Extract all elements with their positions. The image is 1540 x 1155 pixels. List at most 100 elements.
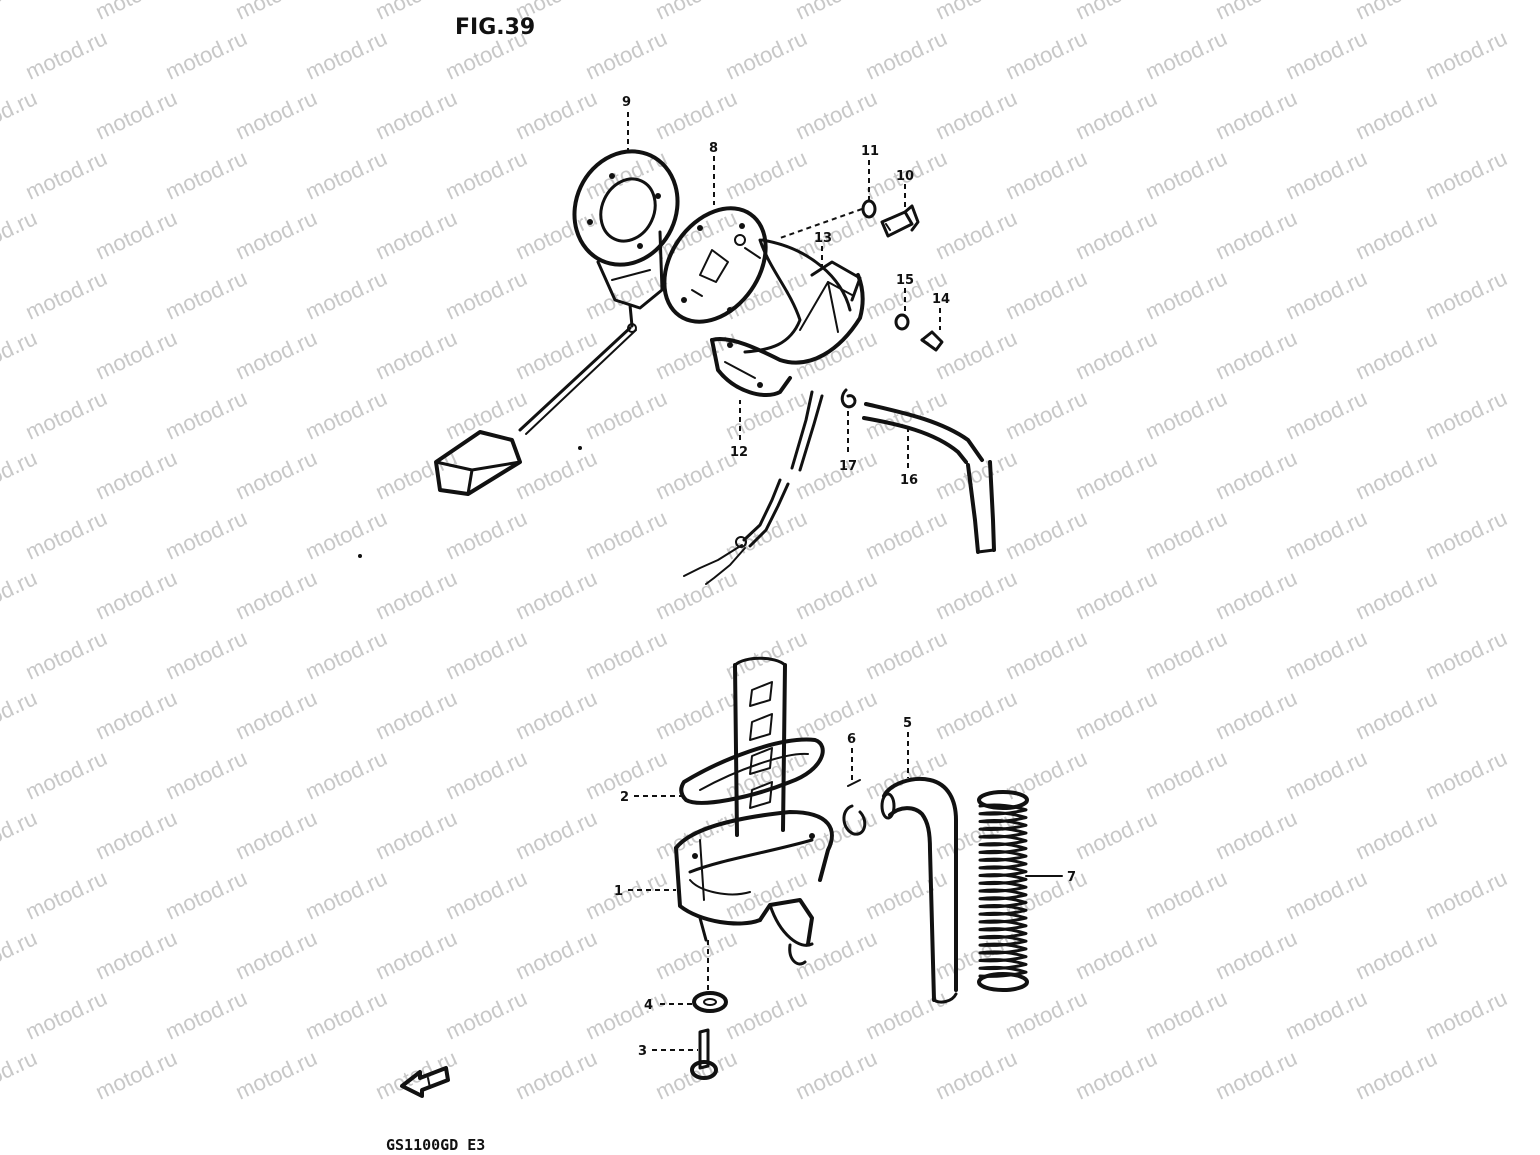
- watermark-text: motod.ru: [512, 925, 601, 984]
- watermark-text: motod.ru: [372, 685, 461, 744]
- watermark-text: motod.ru: [92, 205, 181, 264]
- washer-part-15: [894, 313, 910, 331]
- watermark-text: motod.ru: [372, 805, 461, 864]
- watermark-text: motod.ru: [162, 625, 251, 684]
- watermark-text: motod.ru: [1352, 805, 1441, 864]
- watermark-text: motod.ru: [792, 685, 881, 744]
- watermark-text: motod.ru: [92, 805, 181, 864]
- watermark-text: motod.ru: [582, 505, 671, 564]
- watermark-text: motod.ru: [372, 925, 461, 984]
- watermark-text: motod.ru: [512, 685, 601, 744]
- watermark-text: motod.ru: [302, 265, 391, 324]
- watermark-text: motod.ru: [1142, 25, 1231, 84]
- fuel-cock-body-part-1: [674, 810, 834, 966]
- clip-part-17: [840, 388, 857, 409]
- watermark-text: motod.ru: [1422, 505, 1511, 564]
- watermark-text: motod.ru: [442, 505, 531, 564]
- watermark-text: motod.ru: [1212, 205, 1301, 264]
- watermark-text: motod.ru: [92, 445, 181, 504]
- watermark-text: motod.ru: [792, 0, 881, 25]
- stray-mark: [358, 554, 362, 558]
- watermark-text: motod.ru: [1002, 745, 1091, 804]
- watermark-text: motod.ru: [582, 985, 671, 1044]
- watermark-text: motod.ru: [862, 865, 951, 924]
- o-ring-gasket-part-2: [679, 737, 825, 805]
- watermark-text: motod.ru: [22, 25, 111, 84]
- watermark-text: motod.ru: [862, 25, 951, 84]
- watermark-text: motod.ru: [1142, 985, 1231, 1044]
- sender-housing-part: [710, 238, 865, 397]
- watermark-text: motod.ru: [302, 865, 391, 924]
- watermark-text: motod.ru: [512, 1045, 601, 1104]
- watermark-text: motod.ru: [582, 625, 671, 684]
- watermark-text: motod.ru: [1352, 925, 1441, 984]
- watermark-text: motod.ru: [1002, 145, 1091, 204]
- watermark-text: motod.ru: [1422, 145, 1511, 204]
- watermark-text: motod.ru: [372, 0, 461, 25]
- watermark-text: motod.ru: [652, 85, 741, 144]
- watermark-text: motod.ru: [1072, 445, 1161, 504]
- watermark-text: motod.ru: [1072, 85, 1161, 144]
- watermark-text: motod.ru: [1002, 25, 1091, 84]
- bolt-part-10: [880, 204, 920, 238]
- gasket-ring-part: [572, 149, 680, 267]
- watermark-text: motod.ru: [512, 565, 601, 624]
- watermark-text: motod.ru: [1422, 985, 1511, 1044]
- watermark-text: motod.ru: [1282, 145, 1371, 204]
- watermark-text: motod.ru: [302, 985, 391, 1044]
- watermark-text: motod.ru: [372, 325, 461, 384]
- watermark-text: motod.ru: [582, 865, 671, 924]
- watermark-text: motod.ru: [232, 85, 321, 144]
- watermark-text: motod.ru: [1072, 0, 1161, 25]
- watermark-text: motod.ru: [302, 625, 391, 684]
- watermark-text: motod.ru: [1282, 385, 1371, 444]
- watermark-text: motod.ru: [512, 85, 601, 144]
- watermark-text: motod.ru: [1212, 325, 1301, 384]
- watermark-text: motod.ru: [1212, 805, 1301, 864]
- watermark-text: motod.ru: [1142, 265, 1231, 324]
- watermark-text: motod.ru: [932, 85, 1021, 144]
- clip-part-6: [842, 779, 867, 836]
- watermark-text: motod.ru: [92, 685, 181, 744]
- watermark-text: motod.ru: [372, 205, 461, 264]
- watermark-text: motod.ru: [92, 565, 181, 624]
- part-label-15: 15: [896, 273, 914, 288]
- watermark-text: motod.ru: [92, 85, 181, 144]
- watermark-text: motod.ru: [0, 205, 41, 264]
- watermark-text: motod.ru: [932, 0, 1021, 25]
- watermark-text: motod.ru: [512, 445, 601, 504]
- watermark-text: motod.ru: [92, 1045, 181, 1104]
- watermark-text: motod.ru: [232, 685, 321, 744]
- watermark-text: motod.ru: [1352, 1045, 1441, 1104]
- watermark-text: motod.ru: [1282, 985, 1371, 1044]
- watermark-text: motod.ru: [792, 85, 881, 144]
- watermark-text: motod.ru: [1142, 505, 1231, 564]
- watermark-text: motod.ru: [442, 265, 531, 324]
- watermark-text: motod.ru: [22, 625, 111, 684]
- watermark-text: motod.ru: [1282, 865, 1371, 924]
- watermark-text: motod.ru: [652, 205, 741, 264]
- watermark-text: motod.ru: [0, 805, 41, 864]
- watermark-text: motod.ru: [792, 925, 881, 984]
- part-label-4: 4: [644, 998, 653, 1013]
- watermark-text: motod.ru: [1422, 265, 1511, 324]
- part-label-6: 6: [847, 732, 856, 747]
- watermark-text: motod.ru: [1352, 205, 1441, 264]
- watermark-text: motod.ru: [1142, 745, 1231, 804]
- watermark-text: motod.ru: [232, 565, 321, 624]
- watermark-text: motod.ru: [1072, 205, 1161, 264]
- stray-mark: [578, 446, 582, 450]
- watermark-text: motod.ru: [1002, 385, 1091, 444]
- watermark-text: motod.ru: [22, 145, 111, 204]
- washer-part-4: [692, 991, 728, 1013]
- watermark-text: motod.ru: [1282, 625, 1371, 684]
- watermark-text: motod.ru: [1212, 85, 1301, 144]
- part-label-11: 11: [861, 144, 879, 159]
- watermark-text: motod.ru: [862, 985, 951, 1044]
- part-label-12: 12: [730, 445, 748, 460]
- watermark-text: motod.ru: [232, 0, 321, 25]
- watermark-text: motod.ru: [22, 865, 111, 924]
- part-label-2: 2: [620, 790, 629, 805]
- part-label-16: 16: [900, 473, 918, 488]
